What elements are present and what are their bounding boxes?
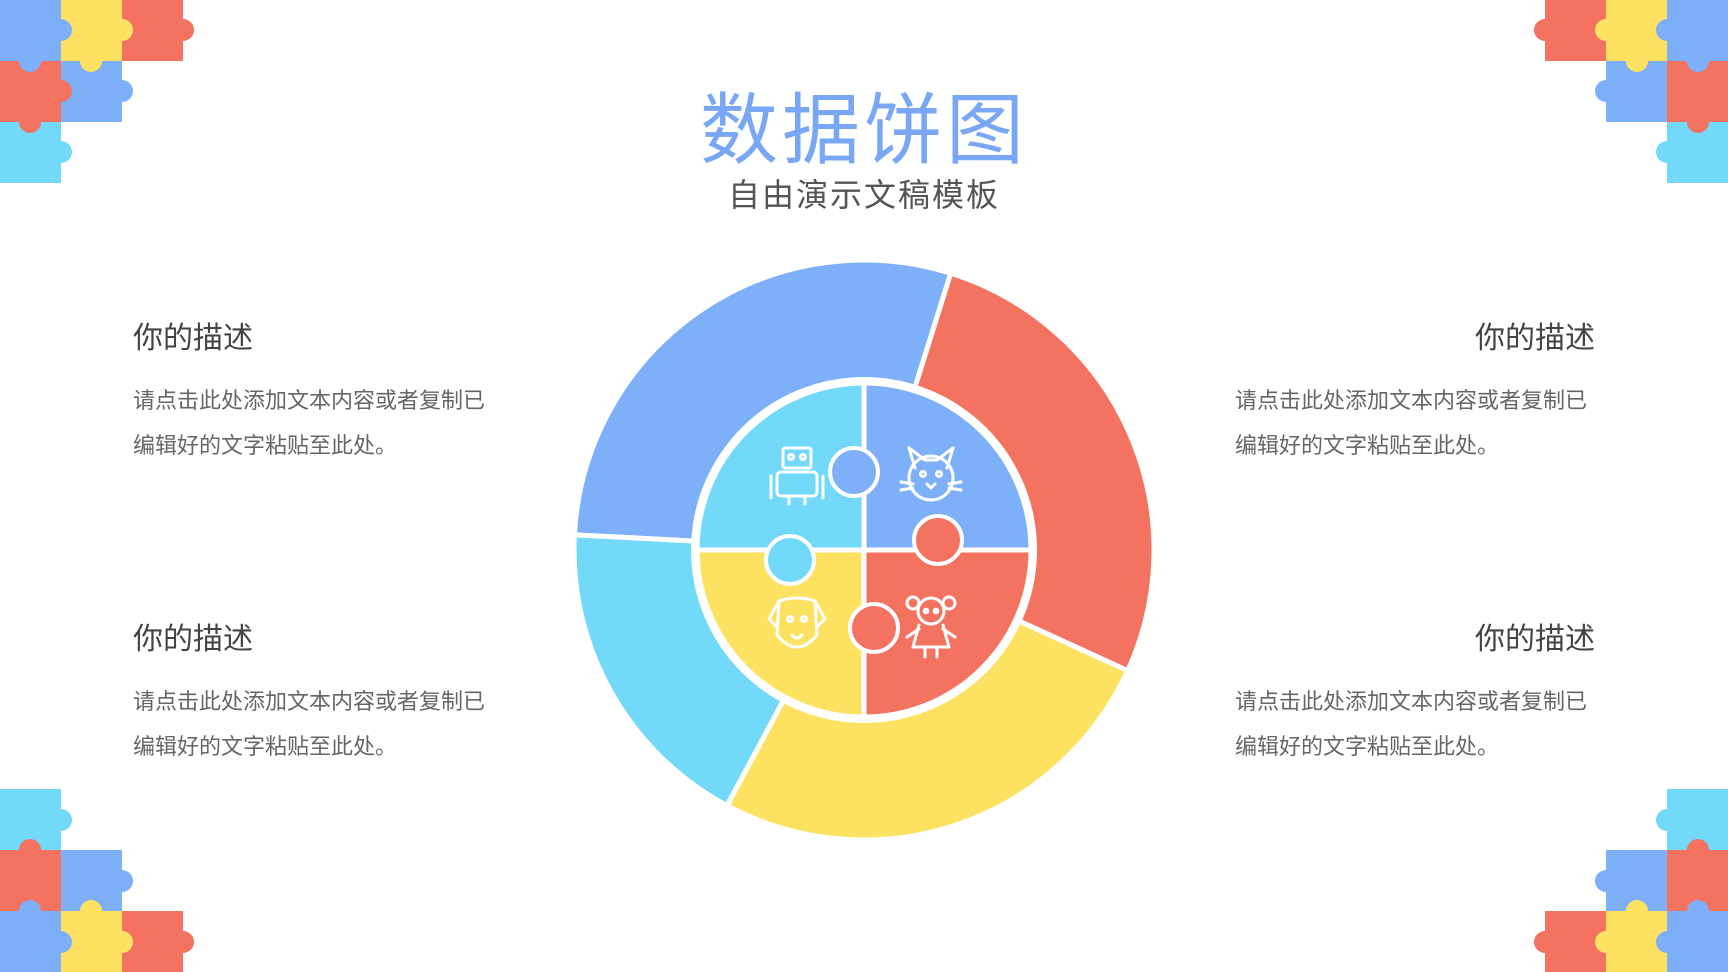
puzzle-piece [694,380,867,553]
puzzle-pieces-icon [1534,0,1728,183]
cat-icon [899,446,963,502]
description-heading: 你的描述 [133,622,253,657]
puzzle-tab [828,446,880,498]
puzzle-piece [694,547,867,720]
puzzle-pieces-icon [0,0,194,183]
puzzle-tab [764,534,816,586]
description-block-bottom-left: 你的描述 请点击此处添加文本内容或者复制已编辑好的文字粘贴至此处。 [133,614,493,770]
puzzle-pieces-icon [0,789,194,972]
page-subtitle: 自由演示文稿模板 [727,176,1000,214]
description-text[interactable]: 请点击此处添加文本内容或者复制已编辑好的文字粘贴至此处。 [133,690,486,760]
doll-icon [905,595,957,659]
puzzle-tab [848,602,900,654]
puzzle-tab [912,514,964,566]
description-block-bottom-right: 你的描述 请点击此处添加文本内容或者复制已编辑好的文字粘贴至此处。 [1235,614,1595,770]
description-block-top-right: 你的描述 请点击此处添加文本内容或者复制已编辑好的文字粘贴至此处。 [1235,313,1595,469]
puzzle-corner-top-right [1534,0,1728,183]
robot-icon [769,446,825,506]
description-heading: 你的描述 [1475,622,1595,657]
description-heading: 你的描述 [1475,321,1595,356]
description-text[interactable]: 请点击此处添加文本内容或者复制已编辑好的文字粘贴至此处。 [1235,690,1588,760]
description-text[interactable]: 请点击此处添加文本内容或者复制已编辑好的文字粘贴至此处。 [1235,389,1588,459]
puzzle-pieces-icon [1534,789,1728,972]
description-heading: 你的描述 [133,321,253,356]
puzzle-corner-top-left [0,0,194,183]
dog-icon [767,596,827,649]
page-title: 数据饼图 [699,86,1028,176]
puzzle-corner-bottom-left [0,789,194,972]
description-text[interactable]: 请点击此处添加文本内容或者复制已编辑好的文字粘贴至此处。 [133,389,486,459]
puzzle-corner-bottom-right [1534,789,1728,972]
description-block-top-left: 你的描述 请点击此处添加文本内容或者复制已编辑好的文字粘贴至此处。 [133,313,493,469]
